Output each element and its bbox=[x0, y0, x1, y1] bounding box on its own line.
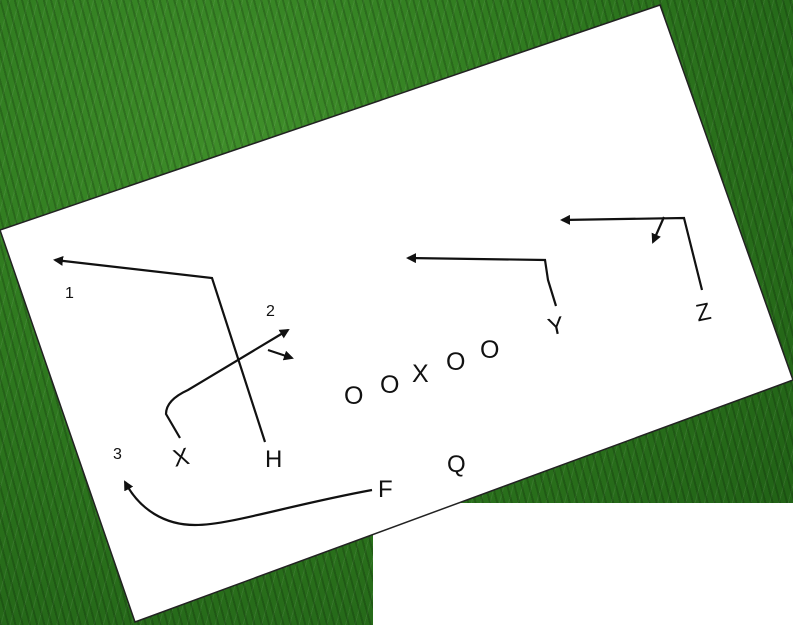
line-player-1: O bbox=[344, 382, 363, 410]
line-player-2: O bbox=[380, 371, 399, 399]
route-number-2: 2 bbox=[266, 303, 275, 320]
route-number-1: 1 bbox=[65, 285, 74, 302]
player-h: H bbox=[265, 446, 282, 473]
line-player-5: O bbox=[480, 336, 499, 364]
route-number-3: 3 bbox=[113, 446, 122, 463]
player-q: Q bbox=[447, 451, 466, 478]
player-f: F bbox=[378, 476, 393, 503]
line-player-center: X bbox=[412, 360, 429, 388]
play-card bbox=[0, 5, 793, 622]
line-player-4: O bbox=[446, 348, 465, 376]
